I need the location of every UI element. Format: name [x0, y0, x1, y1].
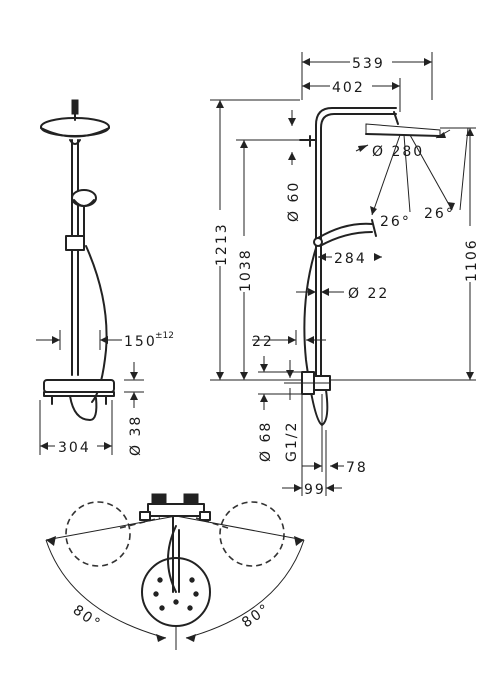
front-view: 150 ±12 304 Ø 38 — [36, 99, 174, 456]
thermostatic-mixer — [43, 379, 115, 421]
dim-height-right: 1106 — [464, 238, 480, 282]
dim-thread: G1/2 — [284, 421, 300, 462]
dim-height-total: 1213 — [214, 222, 230, 266]
dim-mixer-spacing-tolerance: ±12 — [155, 331, 174, 341]
dim-depth: 78 — [346, 460, 368, 476]
dim-total-width: 539 — [352, 56, 385, 72]
top-view: 80° 80° — [45, 493, 305, 650]
dim-height-bar: 1038 — [238, 248, 254, 292]
hose — [85, 245, 108, 403]
dim-mixer-spacing: 150 — [124, 334, 157, 350]
side-hand-shower — [313, 219, 377, 247]
dim-rail-diameter: Ø 22 — [348, 286, 389, 302]
hand-shower — [65, 189, 97, 251]
swing-position-left — [65, 501, 131, 567]
shower-arm — [315, 107, 397, 381]
nozzle-dots — [153, 577, 199, 611]
overhead-shower-head — [40, 99, 110, 145]
side-overhead-shower-head — [365, 111, 441, 137]
wall-connection — [300, 371, 331, 395]
dim-hand-shower-offset: 284 — [334, 251, 367, 267]
dim-head-diameter: Ø 280 — [372, 144, 424, 160]
dim-head-angle-left: 26° — [380, 214, 411, 230]
dim-mixer-width: 304 — [58, 440, 91, 456]
dim-spacing: 99 — [304, 482, 326, 498]
swing-position-right — [219, 501, 285, 567]
dim-arm-length: 402 — [332, 80, 365, 96]
dim-wall-bracket: Ø 60 — [286, 181, 302, 222]
side-view: 539 402 Ø 280 26° 26° — [210, 52, 482, 498]
dim-rotation-right: 80° — [239, 600, 273, 631]
dim-head-angle-right: 26° — [424, 206, 455, 222]
dim-mixer-inlet: Ø 38 — [128, 415, 144, 456]
dim-connection-diameter: Ø 68 — [258, 421, 274, 462]
dim-rotation-left: 80° — [70, 602, 104, 633]
dim-rail-offset: 22 — [252, 334, 274, 350]
